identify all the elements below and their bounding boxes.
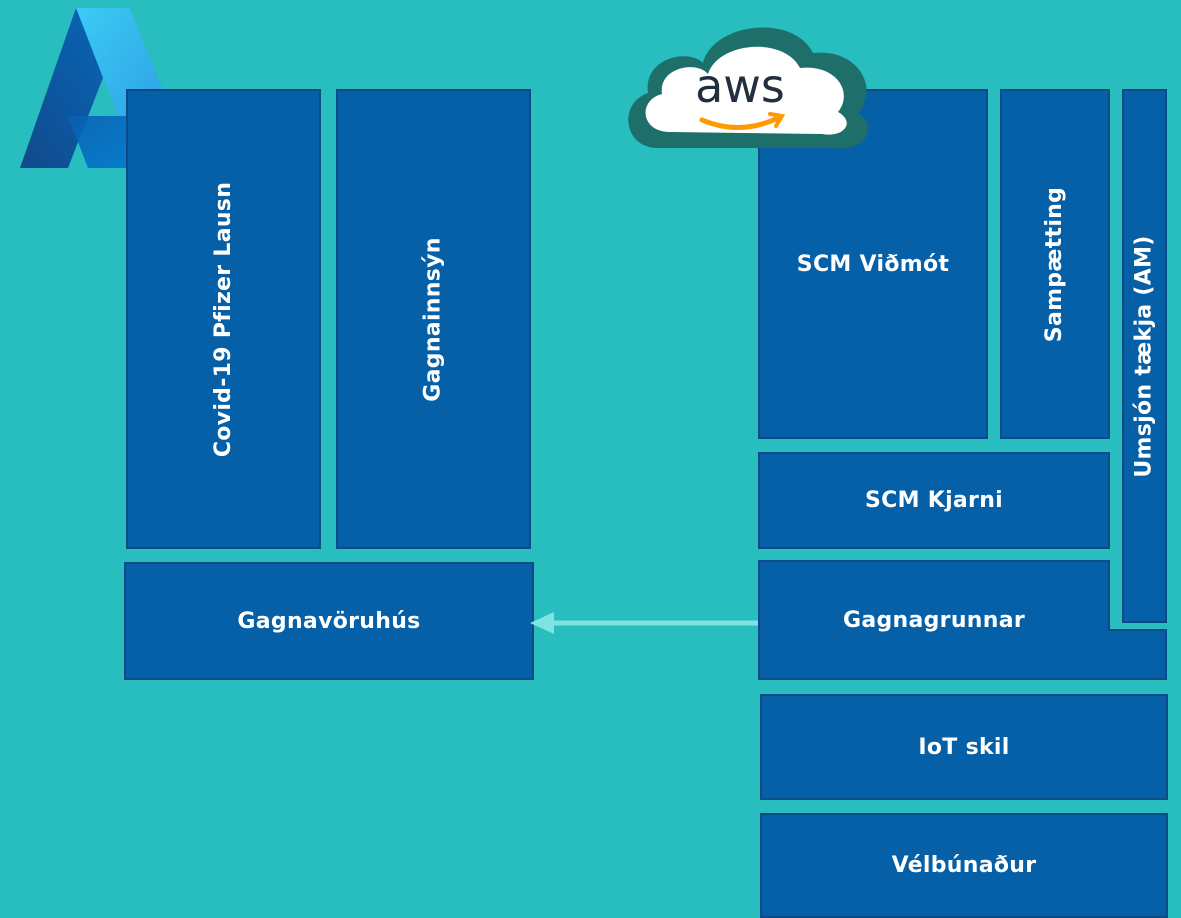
scm-interface-label: SCM Viðmót: [796, 251, 950, 277]
covid-pfizer-solution-label: Covid-19 Pfizer Lausn: [211, 181, 237, 457]
data-warehouse-label: Gagnavöruhús: [237, 608, 421, 634]
iot-interface-label: IoT skil: [918, 734, 1010, 760]
asset-management-label: Umsjón tækja (AM): [1132, 234, 1158, 478]
hardware-block: Vélbúnaður: [760, 813, 1168, 918]
databases-label-wrap: Gagnagrunnar: [758, 560, 1110, 681]
integration-block: Sampætting: [1000, 89, 1110, 439]
scm-core-label: SCM Kjarni: [864, 488, 1004, 513]
data-warehouse-block: Gagnavöruhús: [124, 562, 534, 680]
aws-logo-text: aws: [695, 59, 785, 113]
scm-core-block: SCM Kjarni: [758, 452, 1110, 549]
databases-block: [758, 560, 1167, 680]
iot-interface-block: IoT skil: [760, 694, 1168, 800]
databases-label: Gagnagrunnar: [842, 608, 1026, 633]
asset-management-block: Umsjón tækja (AM): [1122, 89, 1167, 623]
data-flow-arrow: [530, 612, 760, 634]
data-insights-label: Gagnainnsýn: [421, 236, 446, 402]
covid-pfizer-solution-block: Covid-19 Pfizer Lausn: [126, 89, 321, 549]
hardware-label: Vélbúnaður: [891, 853, 1037, 878]
integration-label: Sampætting: [1042, 186, 1068, 342]
aws-cloud-logo-icon: aws: [628, 27, 868, 149]
data-insights-block: Gagnainnsýn: [336, 89, 531, 549]
